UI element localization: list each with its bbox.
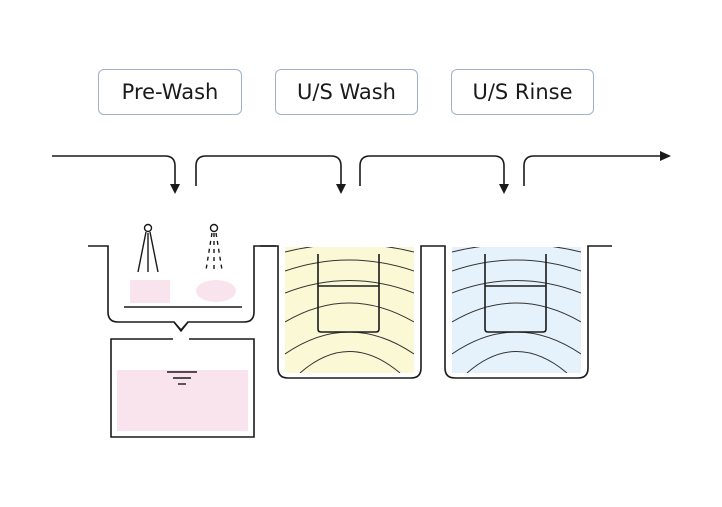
liquid-level-icon <box>167 371 197 385</box>
rinse-basket <box>484 254 547 333</box>
arrowhead-out <box>660 151 671 161</box>
reservoir-liquid <box>117 370 248 431</box>
flow-path <box>52 151 671 194</box>
spray-nozzle-jet <box>137 223 159 273</box>
arrowhead-prewash <box>170 184 180 194</box>
prewash-part-oval <box>196 280 236 302</box>
reservoir-tank <box>110 321 255 438</box>
arrowhead-rinse <box>499 184 509 194</box>
flow-arrow-in <box>52 155 176 184</box>
flow-arrow-out <box>523 155 660 186</box>
prewash-stage-label: Pre-Wash <box>98 69 242 115</box>
us-wash-tank <box>260 245 440 379</box>
us-rinse-stage-label: U/S Rinse <box>451 69 594 115</box>
flow-arrow-to-rinse <box>359 155 505 186</box>
flow-arrow-to-wash <box>195 155 342 186</box>
wash-basket <box>317 254 380 333</box>
us-wash-stage-label: U/S Wash <box>275 69 418 115</box>
prewash-tank <box>88 245 276 332</box>
us-rinse-tank <box>440 245 612 379</box>
prewash-part-rect <box>130 280 170 303</box>
spray-nozzle-mist <box>205 223 223 271</box>
arrowhead-wash <box>336 184 346 194</box>
